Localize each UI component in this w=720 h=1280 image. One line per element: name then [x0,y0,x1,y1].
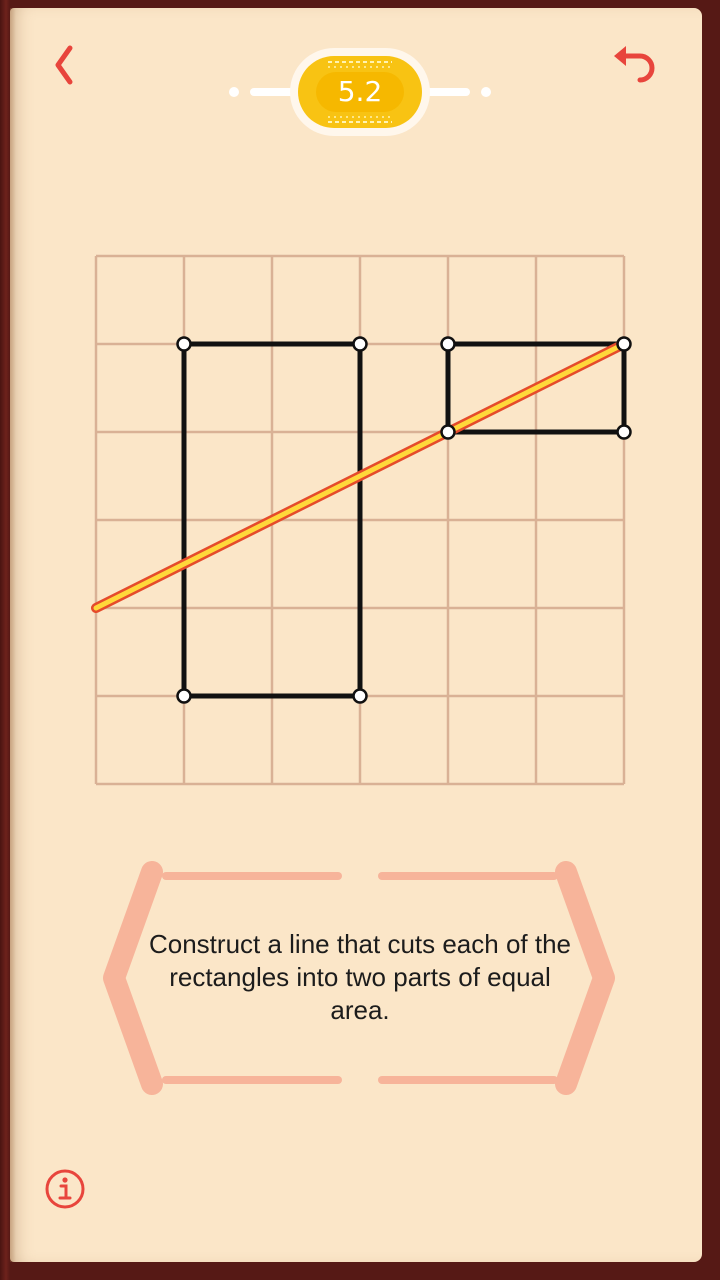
small-rectangle [445,341,627,435]
vertex-point[interactable] [176,336,192,352]
undo-button[interactable] [606,42,662,88]
vertex-point[interactable] [352,336,368,352]
level-badge: 5.2 [290,48,430,136]
info-button[interactable] [44,1168,86,1210]
greek-key-pattern [328,61,392,123]
tall-rectangle [181,341,363,699]
instructions-text: Construct a line that cuts each of the r… [148,929,572,1025]
info-icon [45,1169,85,1209]
vertex-point[interactable] [616,424,632,440]
vertex-point[interactable] [616,336,632,352]
vertex-point[interactable] [440,336,456,352]
page-spine [10,8,16,1262]
vertex-point[interactable] [176,688,192,704]
vertex-point[interactable] [440,424,456,440]
chevron-left-icon [55,45,73,85]
back-button[interactable] [44,40,88,90]
level-label: 5.2 [337,75,383,108]
constructed-line [93,341,627,611]
undo-icon [614,46,655,83]
vertex-point[interactable] [352,688,368,704]
